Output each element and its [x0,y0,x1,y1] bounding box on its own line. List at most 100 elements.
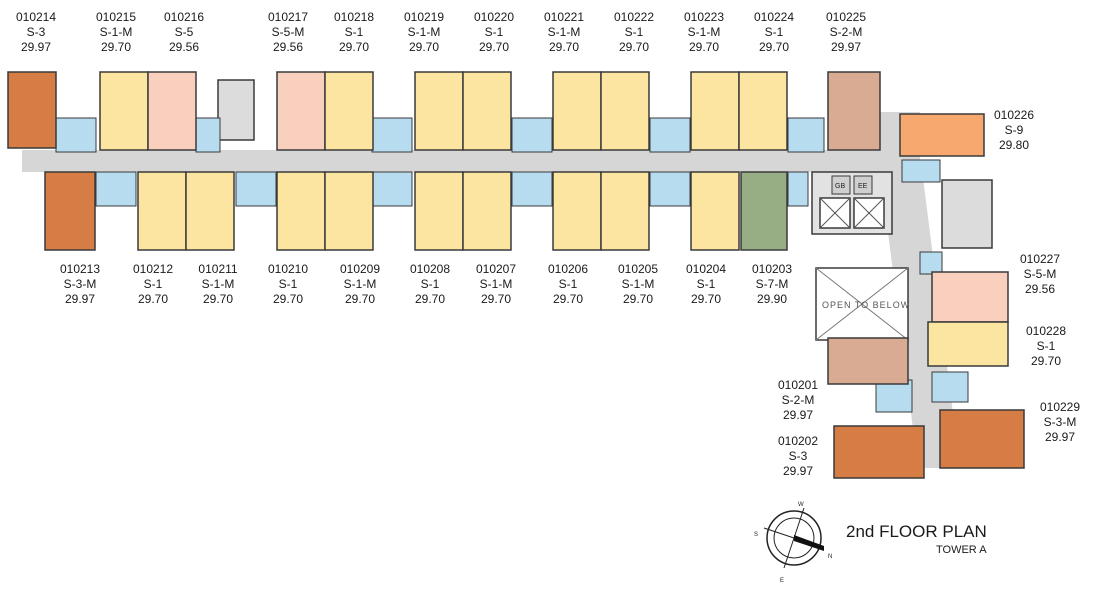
unit-type: S-1-M [547,25,581,39]
unit-area: 29.97 [64,292,96,306]
unit-area: 29.70 [480,292,512,306]
open-x-b [815,267,909,341]
gb-room [831,175,851,195]
unit-010204 [690,171,740,251]
unit-id: 010212 [132,262,174,276]
bathroom [55,117,97,153]
open-to-below-text: OPEN TO BELOW [822,300,910,310]
unit-010228 [927,321,1009,367]
bathroom [511,117,553,153]
elevator-x-1b [819,197,851,229]
compass-s: S [754,532,758,538]
unit-area: 29.70 [137,292,169,306]
unit-type: S-1 [1036,339,1056,353]
bathroom [371,171,413,207]
unit-010212 [137,171,187,251]
unit-area: 29.70 [408,40,440,54]
unit-area: 29.97 [20,40,52,54]
unit-type: S-1 [143,277,163,291]
unit-area: 29.56 [272,40,304,54]
compass: W S N E [754,502,832,584]
unit-010208 [414,171,464,251]
unit-010205 [600,171,650,251]
unit-id: 010220 [473,10,515,24]
unit-area: 29.70 [1030,354,1062,368]
unit-id: 010216 [163,10,205,24]
unit-010229 [939,409,1025,469]
bathroom [195,117,221,153]
unit-area: 29.70 [344,292,376,306]
unit-010207 [462,171,512,251]
unit-id: 010214 [15,10,57,24]
compass-n: N [828,554,832,560]
unit-type: S-5-M [271,25,305,39]
unit-type: S-1-M [621,277,655,291]
unit-type: S-7-M [755,277,789,291]
compass-needle-icon [794,535,824,551]
unit-010213 [44,171,96,251]
unit-010220 [462,71,512,151]
bathroom [511,171,553,207]
unit-area: 29.56 [168,40,200,54]
unit-id: 010227 [1019,252,1061,266]
bathroom [875,379,913,413]
unit-010210 [276,171,326,251]
unit-id: 010228 [1025,324,1067,338]
unit-type: S-1 [344,25,364,39]
unit-010221 [552,71,602,151]
elevator-x-2b [853,197,885,229]
unit-id: 010217 [267,10,309,24]
compass-e: E [780,578,784,584]
unit-010215 [99,71,149,151]
unit-010219 [414,71,464,151]
unit-010202 [833,425,925,479]
unit-type: S-3 [26,25,46,39]
unit-010227 [931,271,1009,323]
unit-area: 29.97 [782,408,814,422]
bathroom [235,171,277,207]
unit-010225 [827,71,881,151]
ee-tag: EE [858,183,868,190]
unit-id: 010218 [333,10,375,24]
unit-id: 010213 [59,262,101,276]
unit-id: 010222 [613,10,655,24]
unit-type: S-1-M [479,277,513,291]
unit-id: 010215 [95,10,137,24]
unit-id: 010224 [753,10,795,24]
bathroom [649,171,691,207]
bathroom [919,251,943,275]
unit-010206 [552,171,602,251]
unit-type: S-2-M [829,25,863,39]
unit-010216 [147,71,197,151]
unit-type: S-1-M [687,25,721,39]
unit-id: 010206 [547,262,589,276]
unit-type: S-1 [278,277,298,291]
stair-west [217,79,255,141]
unit-area: 29.70 [618,40,650,54]
unit-010201 [827,337,909,385]
unit-type: S-1-M [201,277,235,291]
unit-type: S-3 [788,449,808,463]
gb-tag: GB [835,183,845,190]
unit-010223 [690,71,740,151]
